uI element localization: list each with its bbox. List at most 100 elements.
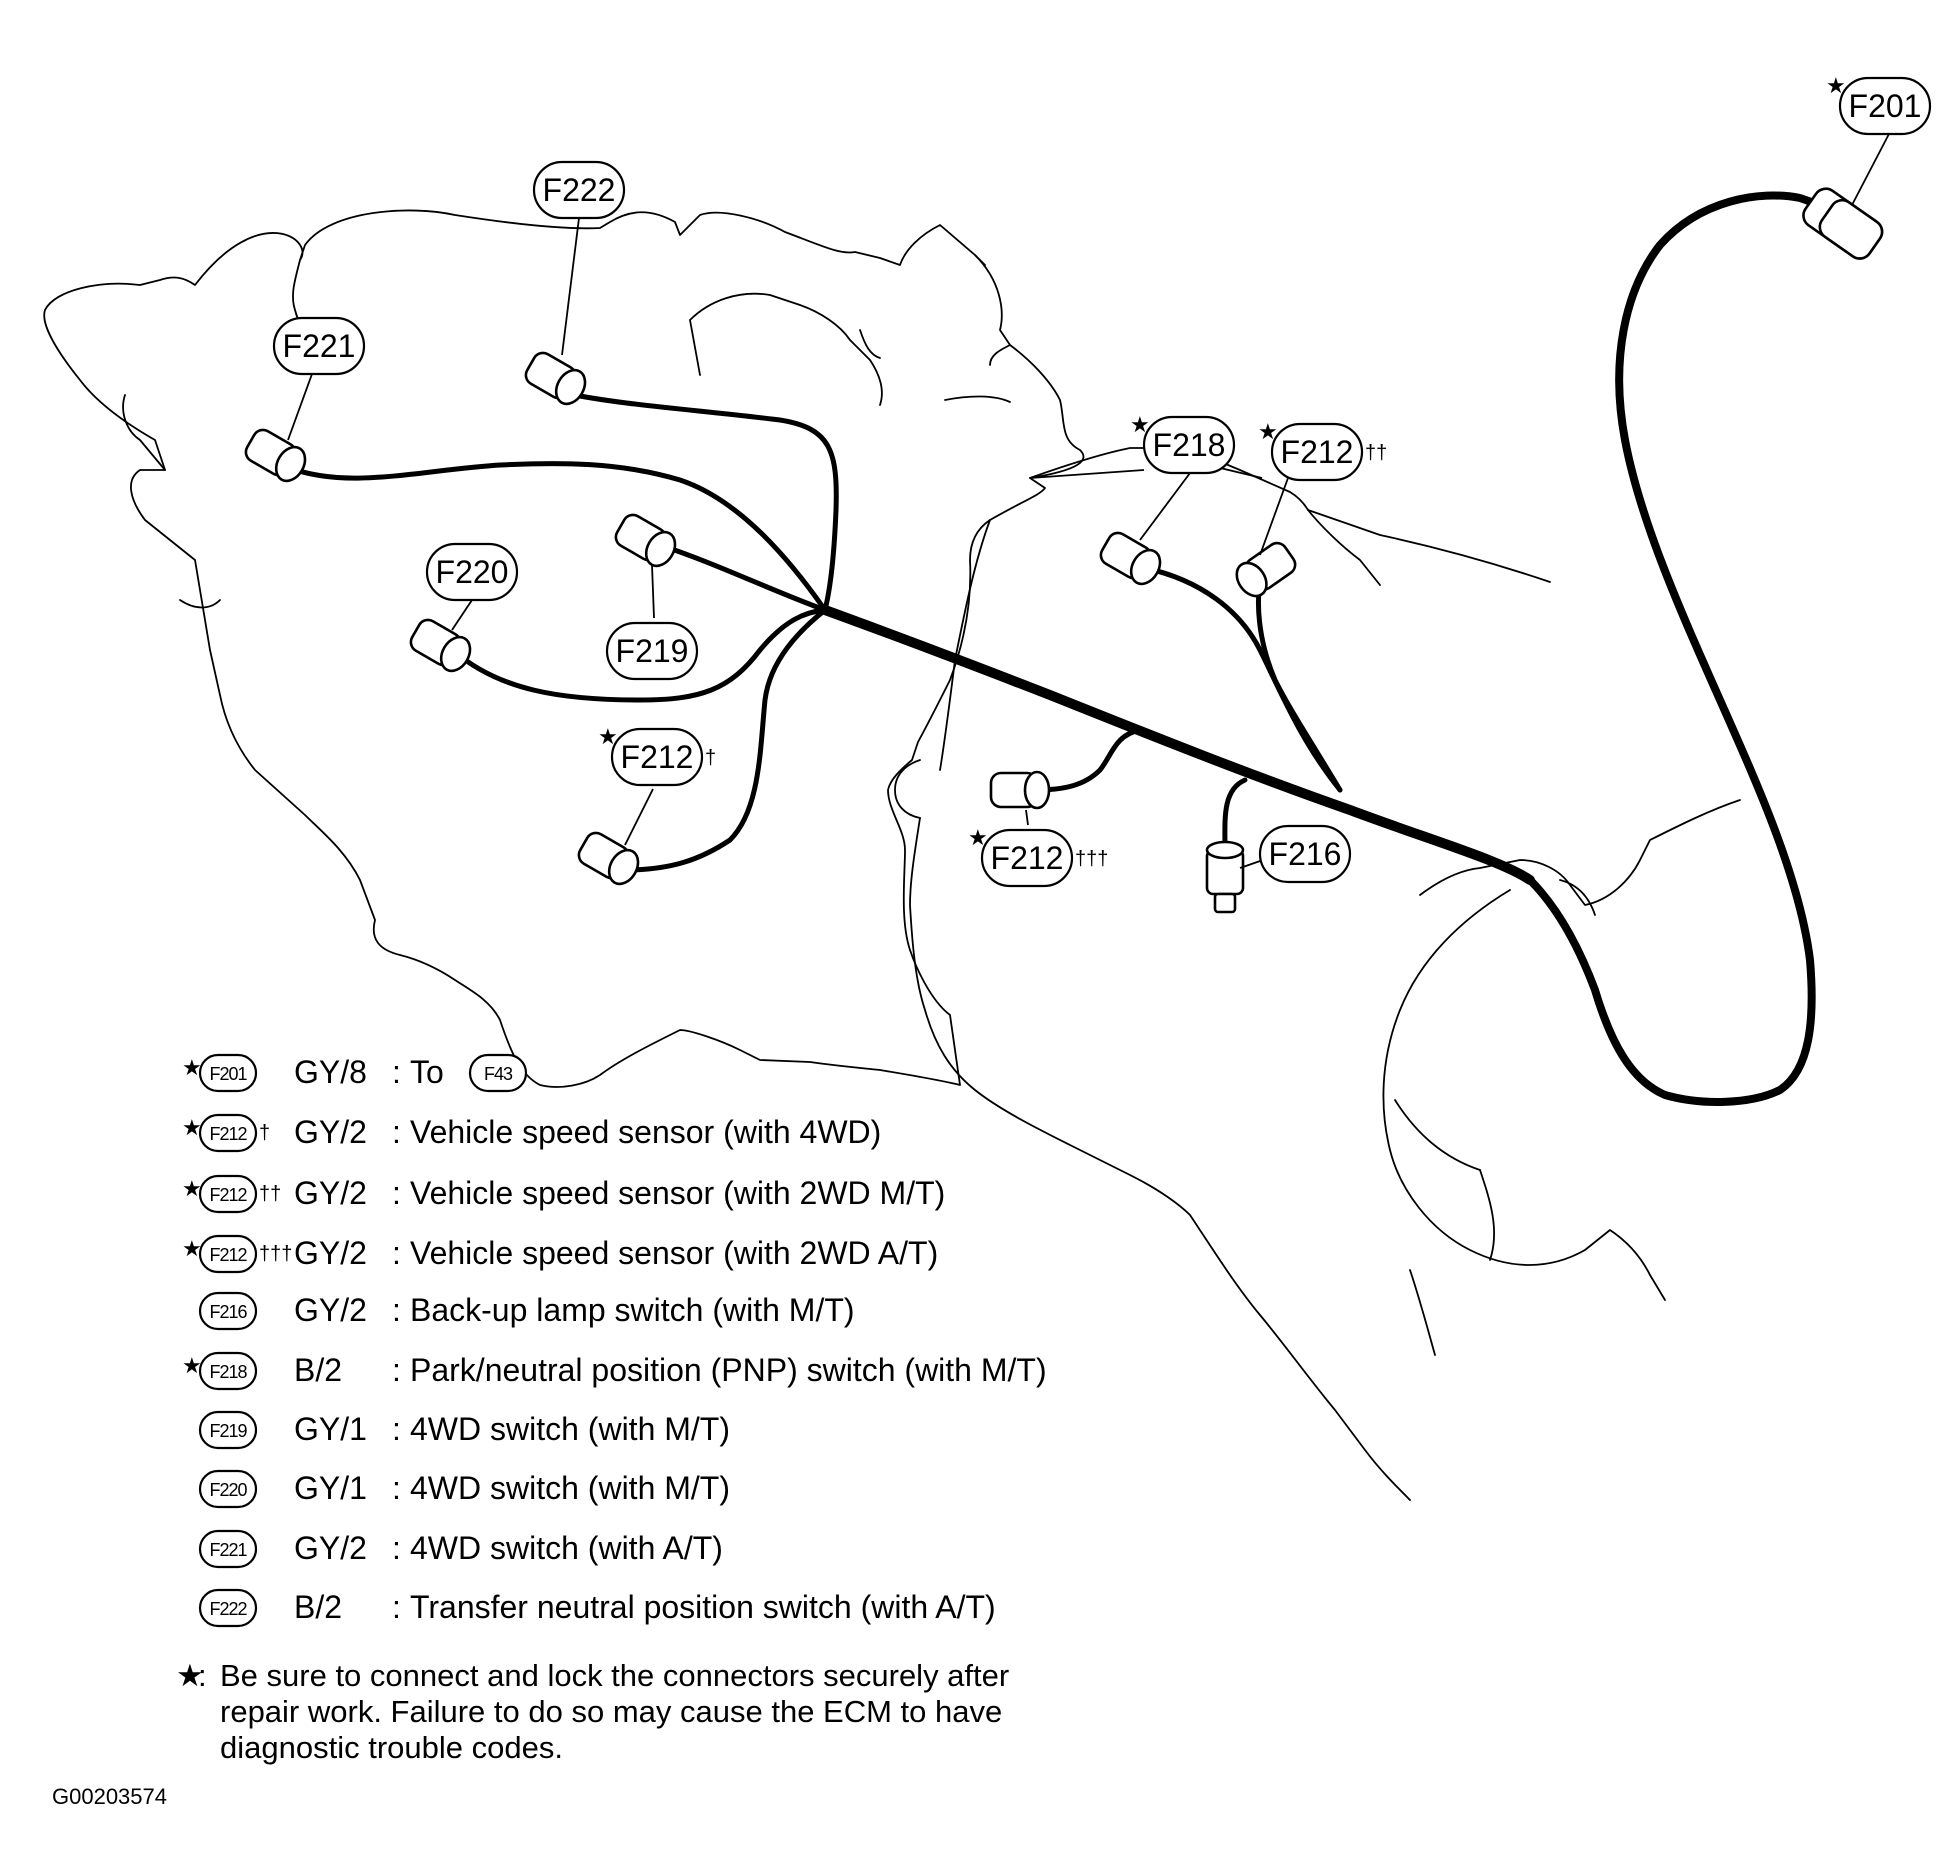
legend-row: ★F212†††GY/2:Vehicle speed sensor (with … bbox=[182, 1234, 938, 1274]
legend-connector-chip bbox=[198, 1234, 258, 1274]
note-line-1: Be sure to connect and lock the connecto… bbox=[220, 1658, 1009, 1693]
legend-connector-chip bbox=[198, 1113, 258, 1153]
connector-f212-2wd-mt bbox=[1235, 541, 1297, 598]
legend-row: ★ F212 † GY/2:Vehicle speed sensor (with 4W… bbox=[182, 1113, 881, 1153]
callout-label-f218: F218 bbox=[1153, 427, 1226, 463]
callout-label-f216: F216 bbox=[1269, 836, 1342, 872]
legend-description: Vehicle speed sensor (with 2WD A/T) bbox=[410, 1235, 938, 1271]
callout-dagger-f212-4wd: † bbox=[705, 747, 716, 769]
connector-f212-4wd bbox=[577, 831, 640, 886]
legend-star: ★ bbox=[182, 1353, 202, 1378]
legend-separator: : bbox=[392, 1589, 401, 1625]
legend-description: 4WD switch (with M/T) bbox=[410, 1411, 730, 1447]
legend-connector-chip bbox=[198, 1174, 258, 1214]
legend-wire-code: GY/8 bbox=[294, 1054, 367, 1090]
legend-connector-chip bbox=[198, 1410, 258, 1450]
connector-f222 bbox=[524, 351, 587, 406]
legend-connector-chip bbox=[198, 1469, 258, 1509]
connector-f219 bbox=[614, 513, 677, 568]
legend-wire-code: B/2 bbox=[294, 1352, 342, 1388]
legend-description: 4WD switch (with M/T) bbox=[410, 1470, 730, 1506]
legend-connector-chip bbox=[198, 1529, 258, 1569]
note-line-3: diagnostic trouble codes. bbox=[220, 1730, 563, 1765]
legend-description: Back-up lamp switch (with M/T) bbox=[410, 1292, 855, 1328]
legend-wire-code: GY/1 bbox=[294, 1470, 367, 1506]
legend-connector-id: F216 bbox=[209, 1302, 247, 1322]
legend-connector-chip bbox=[198, 1053, 258, 1093]
footnote: ★ : Be sure to connect and lock the conn… bbox=[176, 1658, 1009, 1765]
legend-connector-chip bbox=[198, 1291, 258, 1331]
callout-label-f212-2wd-mt: F212 bbox=[1281, 434, 1354, 470]
legend-wire-code: GY/2 bbox=[294, 1292, 367, 1328]
legend-dagger: † bbox=[259, 1122, 270, 1144]
callout-label-f220: F220 bbox=[436, 554, 509, 590]
legend-wire-code: GY/2 bbox=[294, 1175, 367, 1211]
harness-wires bbox=[287, 191, 1824, 1106]
legend-description: Transfer neutral position switch (with A… bbox=[410, 1589, 996, 1625]
legend-description: 4WD switch (with A/T) bbox=[410, 1530, 723, 1566]
legend-star: ★ bbox=[182, 1115, 202, 1140]
legend-row: F216 GY/2:Back-up lamp switch (with M/T) bbox=[198, 1291, 855, 1331]
transfer-case-outline bbox=[894, 447, 1741, 1501]
leader-lines bbox=[287, 131, 1891, 869]
note-star: ★ bbox=[176, 1658, 204, 1693]
callout-star-f218: ★ bbox=[1130, 412, 1150, 437]
connector-f216 bbox=[1205, 840, 1245, 914]
legend-row: F221 GY/2:4WD switch (with A/T) bbox=[198, 1529, 723, 1569]
legend-star: ★ bbox=[182, 1176, 202, 1201]
legend-connector-chip bbox=[198, 1351, 258, 1391]
callout-star-f212-2wd-mt: ★ bbox=[1258, 419, 1278, 444]
legend-dagger: †† bbox=[259, 1183, 281, 1205]
legend-separator: : bbox=[392, 1175, 401, 1211]
legend-wire-code: GY/1 bbox=[294, 1411, 367, 1447]
legend-connector-chip bbox=[198, 1588, 258, 1628]
connector-bodies bbox=[244, 187, 1884, 914]
legend-connector-id: F218 bbox=[209, 1362, 247, 1382]
legend-star: ★ bbox=[182, 1055, 202, 1080]
legend-wire-code: GY/2 bbox=[294, 1235, 367, 1271]
callout-labels: F201★F222F221F218★F212★††F220F219F212★†F… bbox=[283, 73, 1922, 876]
legend-separator: : bbox=[392, 1470, 401, 1506]
legend-connector-id: F221 bbox=[209, 1540, 247, 1560]
connector-f218 bbox=[1099, 531, 1162, 586]
legend-row: F222 B/2:Transfer neutral position switch… bbox=[198, 1588, 996, 1628]
legend-connector-id: F212 bbox=[209, 1185, 247, 1205]
callout-label-f222: F222 bbox=[543, 172, 616, 208]
callout-dagger-f212-2wd-mt: †† bbox=[1365, 442, 1387, 464]
callout-dagger-f212-2wd-at: ††† bbox=[1075, 848, 1108, 870]
legend-connector-id: F220 bbox=[209, 1480, 247, 1500]
legend-wire-code: B/2 bbox=[294, 1589, 342, 1625]
callout-star-f212-4wd: ★ bbox=[598, 724, 618, 749]
connector-f201 bbox=[1802, 187, 1884, 260]
callout-star-f212-2wd-at: ★ bbox=[968, 825, 988, 850]
legend-connector-id: F201 bbox=[209, 1064, 247, 1084]
legend-wire-code: GY/2 bbox=[294, 1530, 367, 1566]
legend-connector-id: F222 bbox=[209, 1599, 247, 1619]
legend-description: Vehicle speed sensor (with 4WD) bbox=[410, 1114, 881, 1150]
legend-ref-chip bbox=[468, 1053, 528, 1093]
legend-ref-id: F43 bbox=[484, 1064, 513, 1084]
legend-separator: : bbox=[392, 1114, 401, 1150]
transmission-outline bbox=[43, 209, 1085, 1088]
legend-dagger: ††† bbox=[259, 1243, 292, 1265]
legend-separator: : bbox=[392, 1530, 401, 1566]
legend-separator: : bbox=[392, 1292, 401, 1328]
legend-wire-code: GY/2 bbox=[294, 1114, 367, 1150]
legend-description: Park/neutral position (PNP) switch (with… bbox=[410, 1352, 1047, 1388]
legend-connector-id: F212 bbox=[209, 1124, 247, 1144]
connector-f221 bbox=[244, 428, 307, 483]
legend-description: To bbox=[410, 1054, 444, 1090]
legend-row: ★ F212 †† GY/2:Vehicle speed sensor (with 2… bbox=[182, 1174, 945, 1214]
legend-description: Vehicle speed sensor (with 2WD M/T) bbox=[410, 1175, 945, 1211]
callout-star-f201: ★ bbox=[1826, 73, 1846, 98]
legend-connector-id: F212 bbox=[209, 1245, 247, 1265]
note-line-2: repair work. Failure to do so may cause … bbox=[220, 1694, 1002, 1729]
legend-star: ★ bbox=[182, 1236, 202, 1261]
callout-label-f219: F219 bbox=[616, 633, 689, 669]
legend-row: ★ F201 GY/8:To F43 bbox=[182, 1053, 528, 1093]
legend-separator: : bbox=[392, 1054, 401, 1090]
image-id: G00203574 bbox=[52, 1784, 167, 1809]
